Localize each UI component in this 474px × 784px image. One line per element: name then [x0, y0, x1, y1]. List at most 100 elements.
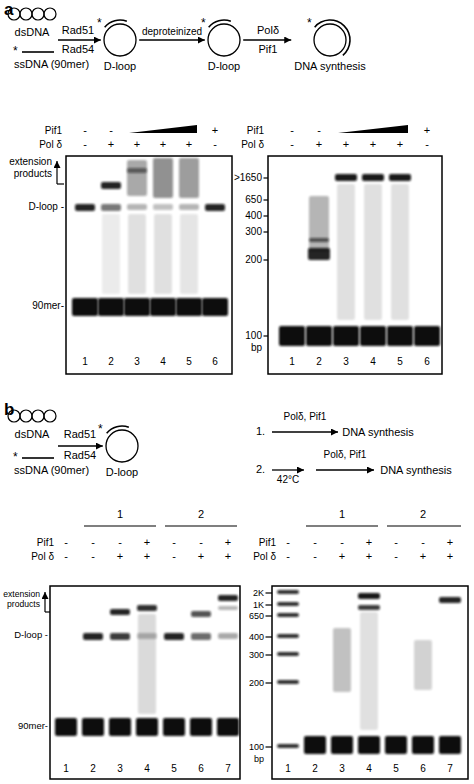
- sign: -: [64, 550, 68, 563]
- sign: +: [370, 138, 376, 151]
- protein-label: Rad54: [64, 449, 96, 462]
- lane-number: 5: [186, 356, 192, 368]
- lane-number: 3: [117, 763, 123, 775]
- sign: -: [425, 138, 429, 151]
- protein-label: Rad51: [64, 428, 96, 441]
- gel-band: [309, 238, 329, 242]
- size-marker: 200: [245, 254, 262, 266]
- lane-number: 1: [82, 356, 88, 368]
- size-marker: >1650: [234, 172, 262, 184]
- sign: -: [172, 536, 176, 549]
- reaction-arrow: [139, 39, 205, 40]
- gel-band: [205, 204, 225, 211]
- invading-strand: [208, 19, 231, 27]
- step-label: deproteinized: [142, 26, 202, 38]
- gel-band: [153, 204, 173, 210]
- lane-number: 6: [420, 763, 426, 775]
- group-number: 2: [420, 508, 426, 521]
- band-label: D-loop -: [14, 630, 48, 641]
- size-marker: 300: [249, 650, 264, 660]
- invading-strand: [314, 19, 351, 56]
- gel-band: [101, 204, 121, 211]
- gel-band: [387, 326, 413, 346]
- lane-number: 5: [397, 356, 403, 368]
- gel-band: [439, 597, 461, 603]
- gel-band: [190, 718, 212, 736]
- plasmid-circle: [106, 430, 138, 462]
- gel-band: [389, 174, 411, 181]
- gel-band: [391, 184, 409, 320]
- group-number: 2: [198, 508, 204, 521]
- label-star: *: [201, 17, 206, 31]
- lane-number: 1: [63, 763, 69, 775]
- gel-band: [306, 326, 332, 346]
- gel-band: [176, 298, 202, 316]
- node-label: D-loop: [106, 466, 138, 479]
- molecule-node: DNA synthesis: [291, 22, 369, 78]
- sign: -: [172, 550, 176, 563]
- row-label: Pol δ: [39, 139, 62, 151]
- size-marker: 2K: [253, 588, 264, 598]
- sign: -: [199, 536, 203, 549]
- sign: +: [420, 550, 426, 563]
- sign: -: [313, 550, 317, 563]
- size-marker: 400: [249, 632, 264, 642]
- condition-label: 42°C: [277, 474, 299, 486]
- gel-band: [217, 718, 239, 736]
- invading-strand: [104, 19, 127, 27]
- plasmid-circle: [208, 24, 240, 56]
- molecule-node: dsDNA: [6, 4, 58, 44]
- sign: +: [212, 124, 218, 137]
- sign: -: [91, 550, 95, 563]
- lane-number: 5: [171, 763, 177, 775]
- sign: -: [340, 536, 344, 549]
- reaction-arrow: [58, 445, 103, 446]
- gel-band: [72, 298, 98, 316]
- node-label: D-loop: [104, 60, 136, 73]
- node-label: dsDNA: [15, 428, 50, 441]
- gel-band: [102, 214, 120, 294]
- dsdna-plasmid: [8, 8, 56, 422]
- gel-band: [110, 633, 130, 640]
- molecule-node: DNA synthesis: [339, 424, 417, 440]
- size-marker: 200: [249, 678, 264, 688]
- gel-band: [277, 613, 299, 617]
- sign: +: [316, 138, 322, 151]
- sign: -: [290, 124, 294, 137]
- reaction-arrow: [58, 39, 101, 40]
- row-label: Pol δ: [241, 139, 264, 151]
- gel-band: [218, 595, 238, 601]
- sign: +: [447, 550, 453, 563]
- panel-letter: a: [4, 0, 13, 20]
- gel-band: [331, 736, 353, 754]
- branch-number: 2.: [256, 463, 265, 476]
- group-number: 1: [339, 508, 345, 521]
- gel-band: [360, 326, 386, 346]
- lane-number: 6: [198, 763, 204, 775]
- lane-number: 3: [134, 356, 140, 368]
- molecule-node: DNA synthesis: [377, 462, 455, 478]
- gel-band: [82, 718, 104, 736]
- label-star: *: [13, 45, 18, 59]
- node-label: DNA synthesis: [294, 60, 366, 73]
- gel-band: [127, 168, 147, 173]
- lane-number: 2: [108, 356, 114, 368]
- lane-number: 2: [90, 763, 96, 775]
- row-label: Pif1: [45, 125, 62, 137]
- gel-band: [191, 633, 211, 640]
- molecule-label: ssDNA (90mer): [14, 464, 89, 477]
- lane-number: 1: [285, 763, 291, 775]
- gel-band: [101, 182, 121, 189]
- gel-band: [277, 744, 299, 748]
- gel-band: [110, 609, 130, 615]
- gel-band: [163, 718, 185, 736]
- node-label: DNA synthesis: [342, 426, 414, 439]
- sign: +: [339, 550, 345, 563]
- gel-band: [127, 204, 147, 210]
- gel-band: [277, 634, 299, 638]
- sign: +: [144, 536, 150, 549]
- gel-band: [277, 680, 299, 684]
